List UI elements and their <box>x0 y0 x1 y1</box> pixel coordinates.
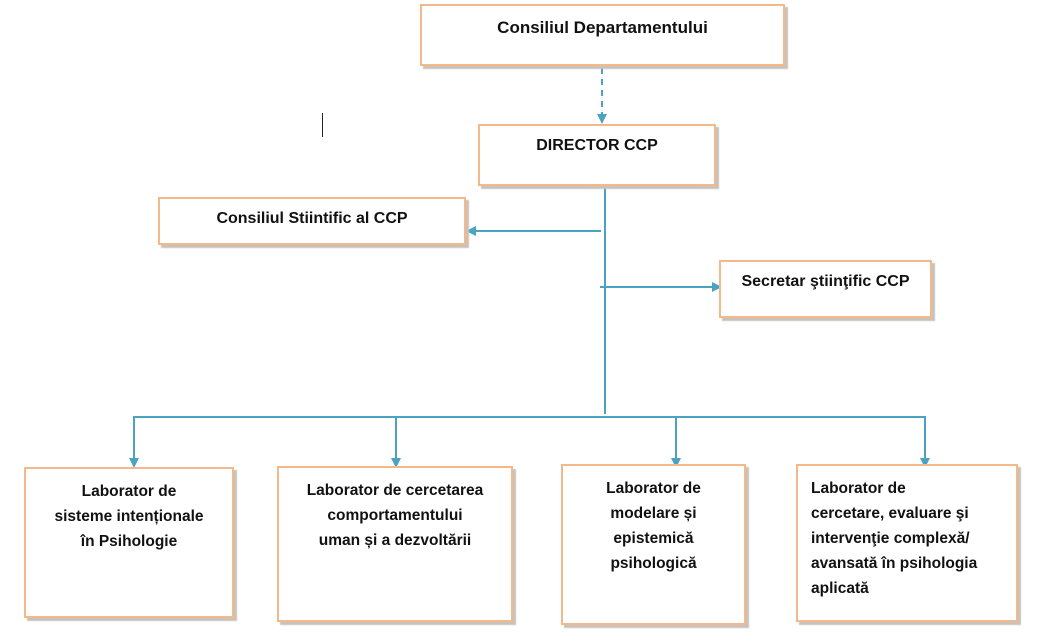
director-label: DIRECTOR CCP <box>536 137 658 154</box>
lab-line: aplicată <box>811 580 869 597</box>
lab-modeling-epistemic-box: Laborator de modelare și epistemică psih… <box>561 464 746 625</box>
scientific-council-box: Consiliul Stiintific al CCP <box>158 197 466 245</box>
lab-intentional-systems-box: Laborator de sisteme intenționale în Psi… <box>24 467 234 618</box>
department-council-box: Consiliul Departamentului <box>420 4 785 66</box>
lab-line: Laborator de <box>811 480 906 497</box>
lab-applied-psychology-box: Laborator de cercetare, evaluare şi inte… <box>796 464 1018 622</box>
scientific-secretary-label: Secretar ştiinţific CCP <box>741 273 910 290</box>
lab-human-behavior-box: Laborator de cercetarea comportamentului… <box>277 466 513 622</box>
scientific-council-label: Consiliul Stiintific al CCP <box>216 210 408 227</box>
lab-line: în Psihologie <box>80 533 178 550</box>
lab-line: Laborator de <box>606 480 701 497</box>
scientific-secretary-box: Secretar ştiinţific CCP <box>719 260 932 318</box>
lab-line: Laborator de cercetarea <box>306 482 484 499</box>
lab-line: avansată în psihologia <box>811 555 978 572</box>
lab-line: comportamentului <box>327 507 463 524</box>
lab-line: intervenţie complexă/ <box>811 530 970 547</box>
lab-line: sisteme intenționale <box>54 508 204 525</box>
lab-line: epistemică <box>613 530 694 547</box>
department-council-label: Consiliul Departamentului <box>497 18 708 37</box>
lab-line: psihologică <box>610 555 697 572</box>
text-cursor <box>322 113 323 137</box>
lab-line: cercetare, evaluare şi <box>811 505 969 522</box>
lab-line: modelare și <box>610 505 697 522</box>
lab-line: Laborator de <box>81 483 177 500</box>
lab-line: uman și a dezvoltării <box>318 532 472 549</box>
director-box: DIRECTOR CCP <box>478 124 716 186</box>
